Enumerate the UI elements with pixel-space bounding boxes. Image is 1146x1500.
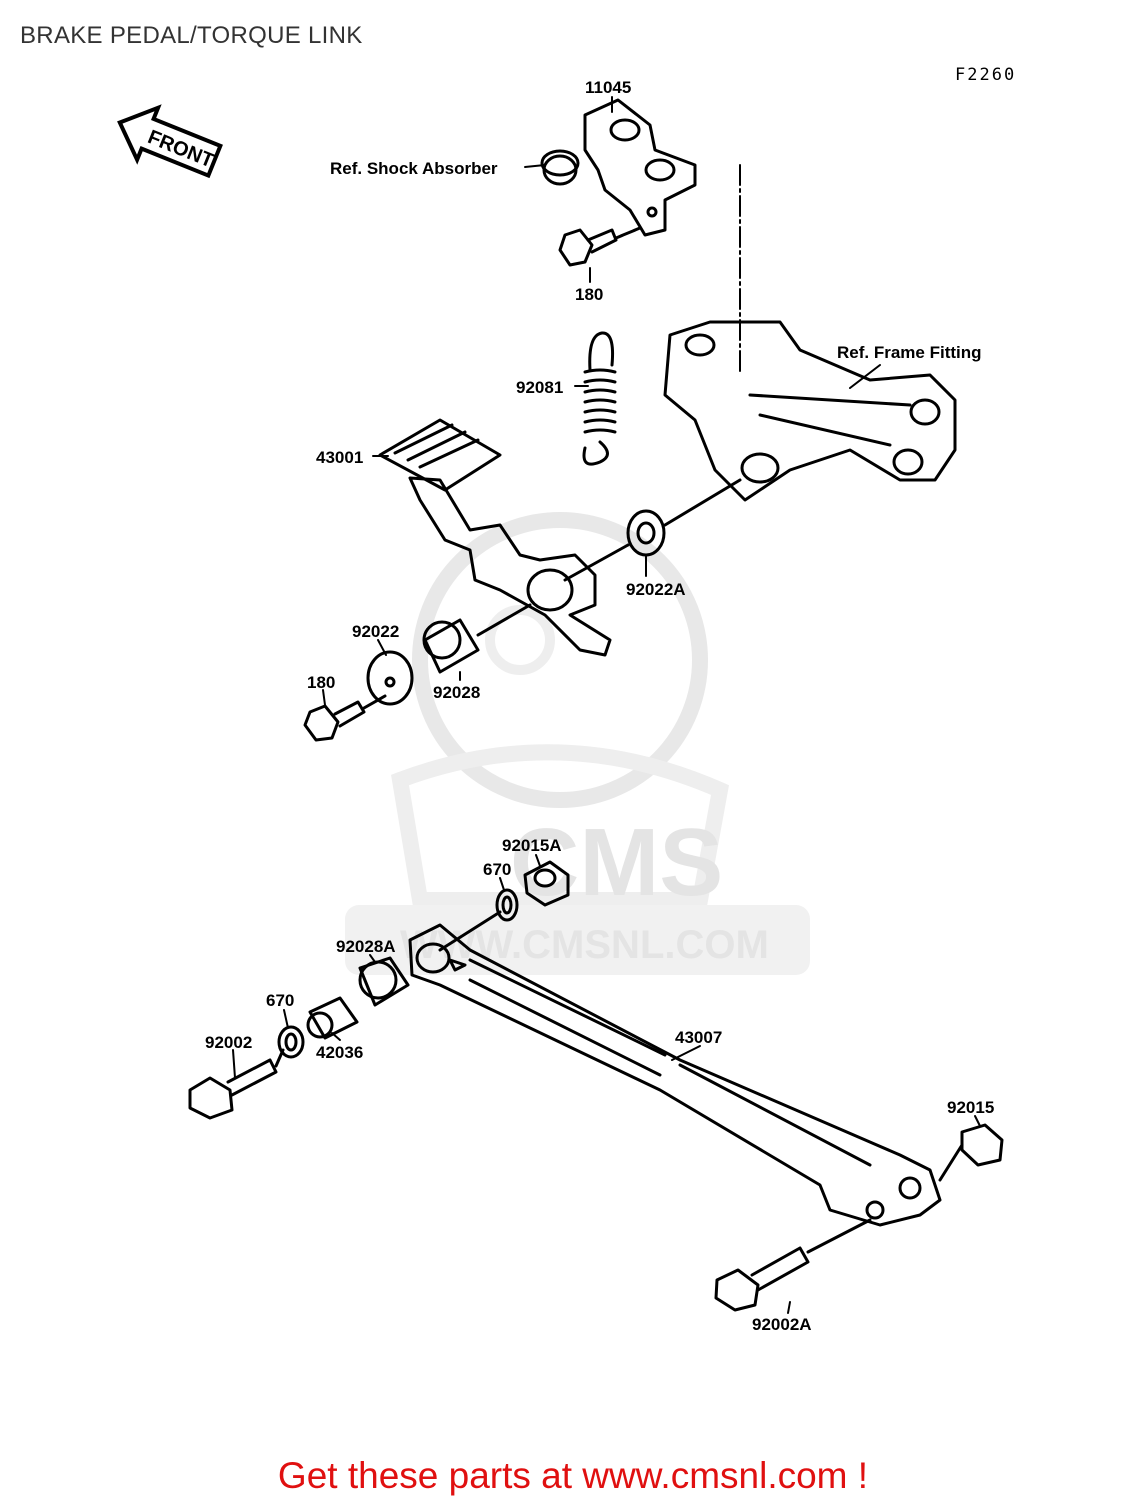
watermark-brand: CMS bbox=[510, 809, 723, 916]
bushing-42036 bbox=[306, 996, 359, 1040]
callout-43007: 43007 bbox=[675, 1028, 722, 1047]
bolt-180-bottom bbox=[303, 694, 387, 742]
bracket-11045 bbox=[583, 98, 697, 237]
washer-670-top bbox=[438, 888, 519, 952]
callout-92002: 92002 bbox=[205, 1033, 252, 1052]
bolt-92002 bbox=[188, 1048, 285, 1120]
bolt-180-top bbox=[558, 226, 642, 267]
collar-92028A bbox=[358, 956, 410, 1007]
callouts: 11045 Ref. Shock Absorber 180 Ref. Frame… bbox=[205, 78, 994, 1334]
watermark-banner bbox=[345, 905, 810, 975]
watermark-mascot-head bbox=[412, 512, 708, 808]
callout-42036: 42036 bbox=[316, 1043, 363, 1062]
callout-180-top: 180 bbox=[575, 285, 603, 304]
watermark-mascot-eye bbox=[485, 605, 555, 675]
figure-code: F2260 bbox=[955, 65, 1016, 85]
parts-diagram: CMS WWW.CMSNL.COM FRONT F2260 bbox=[117, 65, 1016, 1334]
callout-670-bottom: 670 bbox=[266, 991, 294, 1010]
torque-link-43007 bbox=[408, 923, 942, 1227]
callout-180-bottom: 180 bbox=[307, 673, 335, 692]
callout-92022A: 92022A bbox=[626, 580, 686, 599]
callout-92015A: 92015A bbox=[502, 836, 562, 855]
collar-92028 bbox=[422, 603, 532, 674]
callout-frame-fitting: Ref. Frame Fitting bbox=[837, 343, 982, 362]
callout-11045: 11045 bbox=[585, 78, 631, 97]
washer-670-bottom bbox=[277, 1025, 305, 1059]
cmsnl-promo-link[interactable]: Get these parts at www.cmsnl.com ! bbox=[277, 1455, 869, 1496]
spring-92081 bbox=[582, 331, 617, 466]
callout-92028: 92028 bbox=[433, 683, 480, 702]
callout-92022: 92022 bbox=[352, 622, 399, 641]
callout-43001: 43001 bbox=[316, 448, 363, 467]
page-title: BRAKE PEDAL/TORQUE LINK bbox=[20, 22, 363, 49]
front-arrow: FRONT bbox=[117, 104, 223, 179]
nut-92015A bbox=[523, 860, 570, 907]
leader-lines bbox=[232, 96, 981, 1314]
watermark-url: WWW.CMSNL.COM bbox=[400, 923, 769, 967]
callout-92081: 92081 bbox=[516, 378, 563, 397]
callout-670-top: 670 bbox=[483, 860, 511, 879]
front-arrow-icon bbox=[117, 104, 223, 179]
callout-92002A: 92002A bbox=[752, 1315, 812, 1334]
callout-92028A: 92028A bbox=[336, 937, 396, 956]
watermark-mascot-body bbox=[391, 744, 730, 908]
shock-absorber-bushing bbox=[540, 149, 580, 186]
callout-shock-absorber: Ref. Shock Absorber bbox=[330, 159, 498, 178]
frame-fitting bbox=[663, 164, 957, 502]
bolt-92002A bbox=[714, 1218, 872, 1312]
brake-pedal-43001 bbox=[378, 418, 612, 657]
callout-92015: 92015 bbox=[947, 1098, 994, 1117]
washer-92022 bbox=[366, 650, 414, 706]
nut-92015 bbox=[938, 1123, 1004, 1182]
watermark: CMS WWW.CMSNL.COM bbox=[345, 512, 810, 975]
